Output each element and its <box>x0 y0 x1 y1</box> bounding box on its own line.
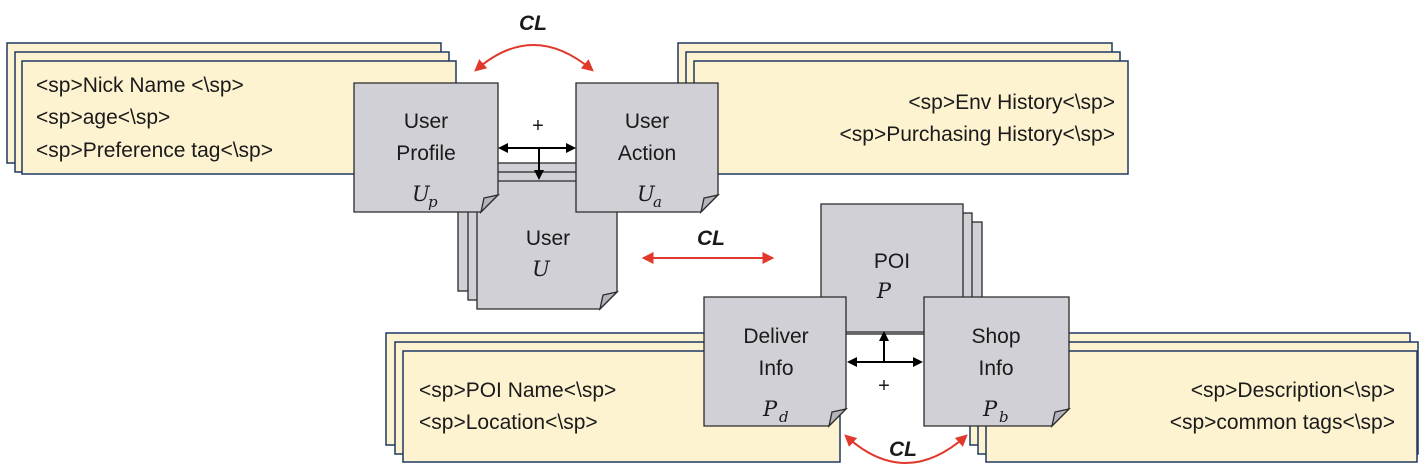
user-node-symbol: U <box>532 257 551 281</box>
action-tag-purchasing-history: <sp>Purchasing History<\sp> <box>840 123 1115 146</box>
poi-node-label: POI <box>874 250 910 273</box>
user-node-label: User <box>526 227 570 250</box>
user-profile-symbol: U <box>412 182 431 206</box>
user-profile-label-line1: User <box>404 110 448 133</box>
poi-fusion-operator: + <box>847 331 923 397</box>
shop-info-label-line1: Shop <box>971 325 1020 348</box>
poi-fusion-plus: + <box>878 375 890 397</box>
cl-arrow-profile-action: CL <box>474 12 594 72</box>
shop-tag-description: <sp>Description<\sp> <box>1191 379 1395 402</box>
user-profile-node: User Profile U p <box>353 82 501 215</box>
user-fusion-plus: + <box>532 115 544 137</box>
shop-info-subscript: b <box>999 408 1009 426</box>
shop-info-symbol: P <box>982 397 998 421</box>
user-profile-label-line2: Profile <box>396 142 456 165</box>
shop-info-label-line2: Info <box>978 357 1013 380</box>
profile-tag-preference: <sp>Preference tag<\sp> <box>36 139 273 162</box>
deliver-info-label-line2: Info <box>758 357 793 380</box>
action-tags-card-stack: <sp>Env History<\sp> <sp>Purchasing Hist… <box>677 42 1129 175</box>
action-tag-env-history: <sp>Env History<\sp> <box>908 91 1115 114</box>
cl-arrow-deliver-shop: CL <box>844 434 968 464</box>
cl-label-top: CL <box>519 12 547 35</box>
user-action-subscript: a <box>653 193 662 211</box>
user-fusion-operator: + <box>498 115 576 180</box>
shop-tag-common-tags: <sp>common tags<\sp> <box>1170 411 1395 434</box>
user-action-label-line1: User <box>625 110 669 133</box>
deliver-info-symbol: P <box>762 397 778 421</box>
deliver-info-node: Deliver Info P d <box>703 296 849 429</box>
deliver-info-subscript: d <box>779 408 789 426</box>
cl-label-middle: CL <box>697 227 725 250</box>
cl-arrow-user-poi: CL <box>641 227 775 264</box>
deliver-tag-poi-name: <sp>POI Name<\sp> <box>419 379 616 402</box>
poi-node-symbol: P <box>876 279 892 303</box>
user-action-label-line2: Action <box>618 142 676 165</box>
deliver-tag-location: <sp>Location<\sp> <box>419 411 598 434</box>
profile-tag-age: <sp>age<\sp> <box>36 106 170 129</box>
shop-info-node: Shop Info P b <box>923 296 1072 429</box>
profile-tag-nick-name: <sp>Nick Name <\sp> <box>36 74 244 97</box>
user-action-symbol: U <box>637 182 656 206</box>
user-action-node: User Action U a <box>575 82 721 215</box>
deliver-info-label-line1: Deliver <box>743 325 808 348</box>
cl-label-bottom: CL <box>889 438 917 461</box>
user-profile-subscript: p <box>428 193 438 211</box>
